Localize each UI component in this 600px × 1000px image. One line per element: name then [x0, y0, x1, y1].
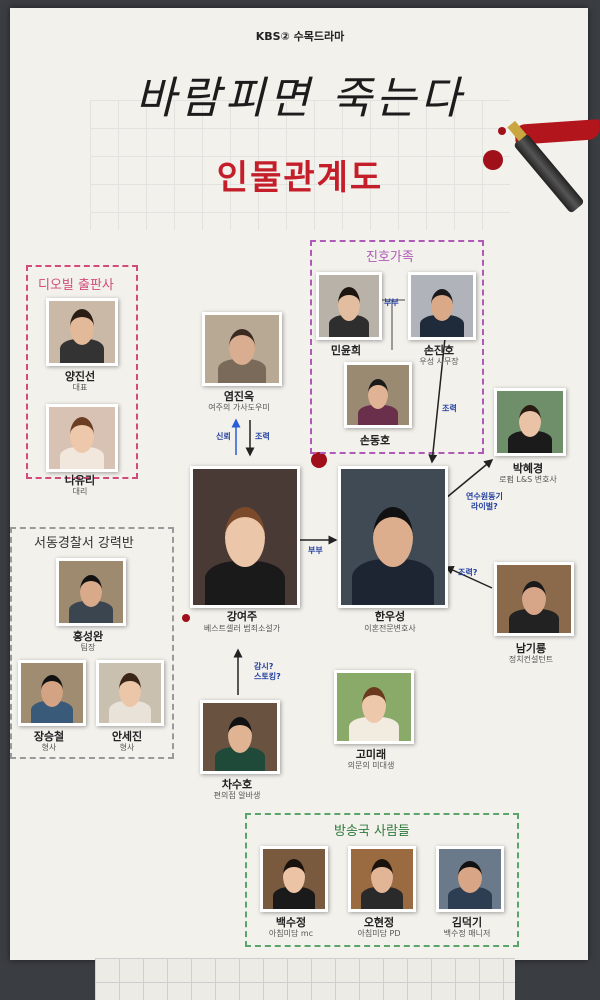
name-namgiryong: 남기룡 — [515, 642, 547, 655]
portrait-ohyeonjeong[interactable] — [348, 846, 416, 912]
portrait-parkhyekyung[interactable] — [494, 388, 566, 456]
portrait-chasuho[interactable] — [200, 700, 280, 774]
arrow-help2 — [428, 337, 446, 464]
group-label-police: 서동경찰서 강력반 — [28, 530, 140, 553]
grid-paper — [90, 100, 510, 230]
name-hanwooseong: 한우성 — [374, 610, 406, 623]
role-jangseungcheol: 형사 — [41, 743, 57, 752]
portrait-kimdeokgi[interactable] — [436, 846, 504, 912]
portrait-hanwooseong[interactable] — [338, 466, 448, 608]
portrait-nayuri[interactable] — [46, 404, 118, 472]
relation-help2: 조력 — [442, 404, 457, 413]
name-parkhyekyung: 박혜경 — [512, 462, 544, 475]
role-kangyeoju: 베스트셀러 범죄소설가 — [203, 624, 281, 633]
role-yeomjinok: 여주의 가사도우미 — [208, 403, 270, 412]
role-baeksujeong: 아침미담 mc — [268, 929, 314, 938]
role-anseji: 형사 — [119, 743, 135, 752]
relation-trust: 신뢰 — [216, 432, 231, 441]
role-chasuho: 편의점 알바생 — [213, 791, 261, 800]
name-sonjinho: 손진호 — [423, 344, 455, 357]
portrait-jangseungcheol[interactable] — [18, 660, 86, 726]
role-sonjinho: 우성 사무장 — [419, 357, 459, 366]
portrait-sondongho[interactable] — [344, 362, 412, 428]
name-baeksujeong: 백수정 — [275, 916, 307, 929]
group-box-jinho — [310, 240, 484, 454]
name-ohyeonjeong: 오현정 — [363, 916, 395, 929]
ink-drop — [182, 614, 190, 622]
role-kimdeokgi: 백수정 매니저 — [443, 929, 491, 938]
group-label-devil: 디오빌 출판사 — [32, 272, 120, 295]
portrait-anseji[interactable] — [96, 660, 164, 726]
name-jangseungcheol: 장승철 — [33, 730, 65, 743]
name-chasuho: 차수호 — [221, 778, 253, 791]
role-hongseongwan: 팀장 — [80, 643, 96, 652]
bottom-grid-paper — [95, 958, 515, 1000]
ink-drop — [498, 127, 506, 135]
relation-help1: 조력 — [255, 432, 270, 441]
name-gomirae: 고미래 — [355, 748, 387, 761]
arrow-rival — [437, 459, 494, 507]
relation-rival: 연수원동기 라이벌? — [466, 492, 503, 511]
portrait-yeomjinok[interactable] — [202, 312, 282, 386]
group-label-broadcast: 방송국 사람들 — [328, 818, 416, 841]
portrait-namgiryong[interactable] — [494, 562, 574, 636]
portrait-baeksujeong[interactable] — [260, 846, 328, 912]
name-hongseongwan: 홍성완 — [72, 630, 104, 643]
portrait-yangjinseon[interactable] — [46, 298, 118, 366]
portrait-kangyeoju[interactable] — [190, 466, 300, 608]
portrait-minyunhee[interactable] — [316, 272, 382, 340]
relation-spouse1: 부부 — [384, 298, 399, 307]
name-yeomjinok: 염진옥 — [223, 390, 255, 403]
group-box-devil — [26, 265, 138, 479]
name-kangyeoju: 강여주 — [226, 610, 258, 623]
name-anseji: 안세진 — [111, 730, 143, 743]
portrait-gomirae[interactable] — [334, 670, 414, 744]
role-gomirae: 의문의 미대생 — [347, 761, 395, 770]
role-yangjinseon: 대표 — [72, 383, 88, 392]
group-box-broadcast — [245, 813, 519, 947]
drama-title: 바람피면 죽는다 — [135, 73, 465, 124]
relation-watch: 감시? 스토킹? — [254, 662, 281, 681]
portrait-hongseongwan[interactable] — [56, 558, 126, 626]
group-box-police — [10, 527, 174, 759]
name-nayuri: 나유리 — [64, 474, 96, 487]
relation-help3: 조력? — [458, 568, 478, 577]
role-ohyeonjeong: 아침미담 PD — [357, 929, 401, 938]
group-label-jinho: 진호가족 — [360, 244, 420, 267]
role-namgiryong: 정치컨설턴트 — [508, 655, 554, 664]
name-yangjinseon: 양진선 — [64, 370, 96, 383]
role-parkhyekyung: 로펌 L&S 변호사 — [499, 475, 557, 484]
relation-spouse2: 부부 — [308, 546, 323, 555]
role-nayuri: 대리 — [72, 487, 88, 496]
ink-drop — [483, 150, 503, 170]
diagram-title: 인물관계도 — [216, 158, 384, 198]
name-kimdeokgi: 김덕기 — [451, 916, 483, 929]
name-minyunhee: 민윤희 — [330, 344, 362, 357]
role-hanwooseong: 이혼전문변호사 — [364, 624, 416, 633]
name-sondongho: 손동호 — [359, 434, 391, 447]
ink-drop — [311, 452, 327, 468]
portrait-sonjinho[interactable] — [408, 272, 476, 340]
arrow-help3 — [444, 566, 493, 589]
broadcaster-label: KBS② 수목드라마 — [255, 30, 345, 43]
